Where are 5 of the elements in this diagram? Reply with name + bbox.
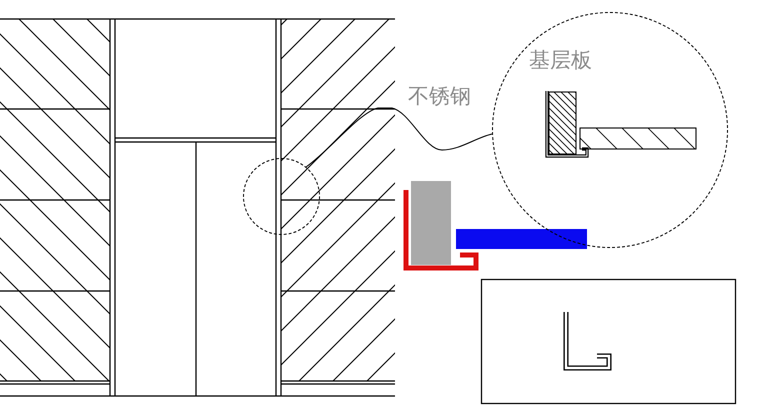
- detail-circle: [492, 12, 728, 248]
- leader-line: [306, 108, 492, 168]
- detail-marker-circle: [243, 158, 320, 235]
- edge-label: 不锈钢: [408, 86, 471, 107]
- material-label: 基层板: [529, 50, 592, 71]
